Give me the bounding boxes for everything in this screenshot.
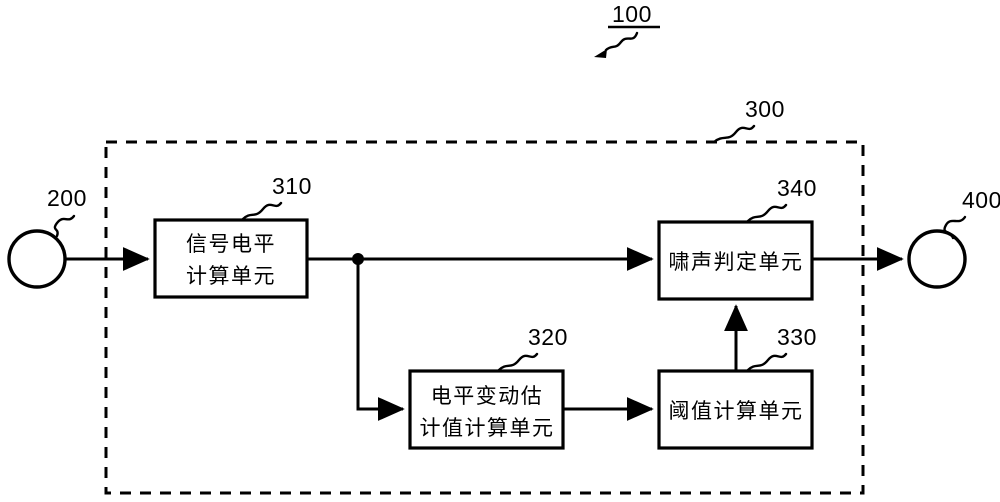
figure-ref-100-leader bbox=[604, 31, 639, 52]
figure-ref-100-arrowhead bbox=[594, 49, 607, 58]
block-320-group: 电平变动估 计值计算单元 320 bbox=[408, 324, 568, 450]
block-310-leader bbox=[241, 201, 283, 221]
block-310-ref: 310 bbox=[272, 173, 312, 199]
block-340-howling-determination-unit bbox=[657, 220, 814, 301]
figure-ref-100-group: 100 bbox=[594, 1, 660, 58]
block-330-group: 阈值计算单元 330 bbox=[657, 324, 817, 450]
figure-ref-100: 100 bbox=[612, 1, 652, 27]
output-terminal-leader bbox=[943, 215, 967, 240]
input-terminal-ref-200: 200 bbox=[47, 185, 87, 211]
block-330-threshold-calculation-unit bbox=[657, 369, 814, 450]
block-330-label-line1: 阈值计算单元 bbox=[669, 399, 804, 423]
block-320-ref: 320 bbox=[528, 324, 568, 350]
block-320-label-line1: 电平变动估 bbox=[431, 384, 544, 408]
output-terminal-400-group: 400 bbox=[907, 187, 1000, 289]
input-terminal-leader bbox=[53, 214, 76, 238]
block-310-label-line1: 信号电平 bbox=[186, 232, 276, 256]
system-ref-300-group: 300 bbox=[712, 96, 785, 144]
block-320-leader bbox=[497, 352, 539, 372]
block-340-label-line1: 啸声判定单元 bbox=[669, 250, 804, 274]
connector-branch-to-320 bbox=[356, 259, 405, 421]
system-ref-300-leader bbox=[712, 124, 756, 144]
block-310-group: 信号电平 计算单元 310 bbox=[153, 173, 312, 299]
system-boundary-300 bbox=[104, 140, 865, 495]
block-320-label-line2: 计值计算单元 bbox=[420, 416, 555, 440]
input-terminal-200-group: 200 bbox=[7, 185, 87, 289]
output-terminal-circle bbox=[907, 229, 967, 289]
block-340-group: 啸声判定单元 340 bbox=[657, 175, 817, 301]
block-340-ref: 340 bbox=[777, 175, 817, 201]
system-ref-300: 300 bbox=[745, 96, 785, 122]
input-terminal-circle bbox=[7, 229, 67, 289]
output-terminal-ref-400: 400 bbox=[962, 187, 1000, 213]
block-310-label-line2: 计算单元 bbox=[186, 264, 276, 288]
block-330-ref: 330 bbox=[777, 324, 817, 350]
block-340-leader bbox=[746, 203, 788, 223]
block-320-level-variation-estimate-unit bbox=[408, 369, 565, 450]
block-330-leader bbox=[746, 352, 788, 372]
